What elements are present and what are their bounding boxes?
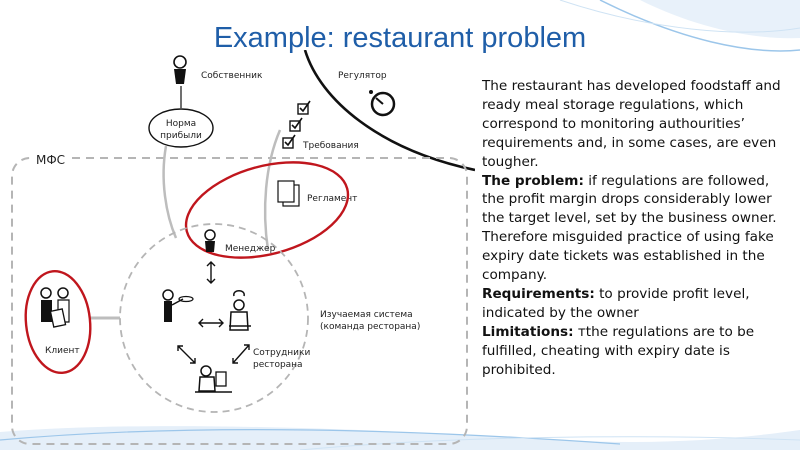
client-person-icon bbox=[41, 288, 69, 327]
requirements-label: Требования bbox=[302, 141, 359, 151]
mfs-boundary bbox=[12, 158, 467, 444]
manager-label: Менеджер bbox=[225, 244, 276, 254]
staff-line-2: ресторана bbox=[253, 360, 303, 370]
connector-profit-system bbox=[164, 146, 176, 238]
staff-line-1: Сотрудники bbox=[253, 348, 310, 358]
owner-label: Собственник bbox=[201, 71, 263, 81]
regulator-gauge-icon bbox=[369, 90, 394, 115]
requirements-label-text: Requirements: bbox=[482, 286, 595, 302]
problem-text: if regulations are followed, the profit … bbox=[482, 173, 777, 284]
waiter-person-icon bbox=[163, 290, 193, 322]
system-diagram: Регулятор МФС Собственник Норма прибыли … bbox=[0, 50, 475, 450]
mfs-label: МФС bbox=[36, 153, 65, 167]
owner-person-icon bbox=[174, 56, 186, 84]
description-text: The restaurant has developed foodstaff a… bbox=[482, 77, 787, 380]
problem-paragraph: The problem: if regulations are followed… bbox=[482, 172, 787, 285]
regulator-label: Регулятор bbox=[338, 71, 387, 81]
reglament-document-icon bbox=[278, 181, 299, 206]
manager-person-icon bbox=[205, 230, 215, 252]
reglament-highlight bbox=[175, 146, 358, 274]
intro-paragraph: The restaurant has developed foodstaff a… bbox=[482, 77, 787, 172]
regulator-boundary bbox=[305, 50, 475, 170]
reglament-label: Регламент bbox=[307, 194, 357, 204]
limitations-paragraph: Limitations: тthe regulations are to be … bbox=[482, 323, 787, 380]
limitations-label: Limitations: bbox=[482, 324, 574, 340]
profit-norm-line-1: Норма bbox=[166, 119, 196, 129]
profit-norm-line-2: прибыли bbox=[160, 131, 202, 141]
requirements-paragraph: Requirements: to provide profit level, i… bbox=[482, 285, 787, 323]
studied-system-line-1: Изучаемая система bbox=[320, 310, 413, 320]
staff-person-icon bbox=[195, 366, 232, 392]
cook-person-icon bbox=[229, 291, 251, 330]
problem-label: The problem: bbox=[482, 173, 584, 189]
client-label: Клиент bbox=[45, 346, 80, 356]
studied-system-line-2: (команда ресторана) bbox=[320, 322, 420, 332]
